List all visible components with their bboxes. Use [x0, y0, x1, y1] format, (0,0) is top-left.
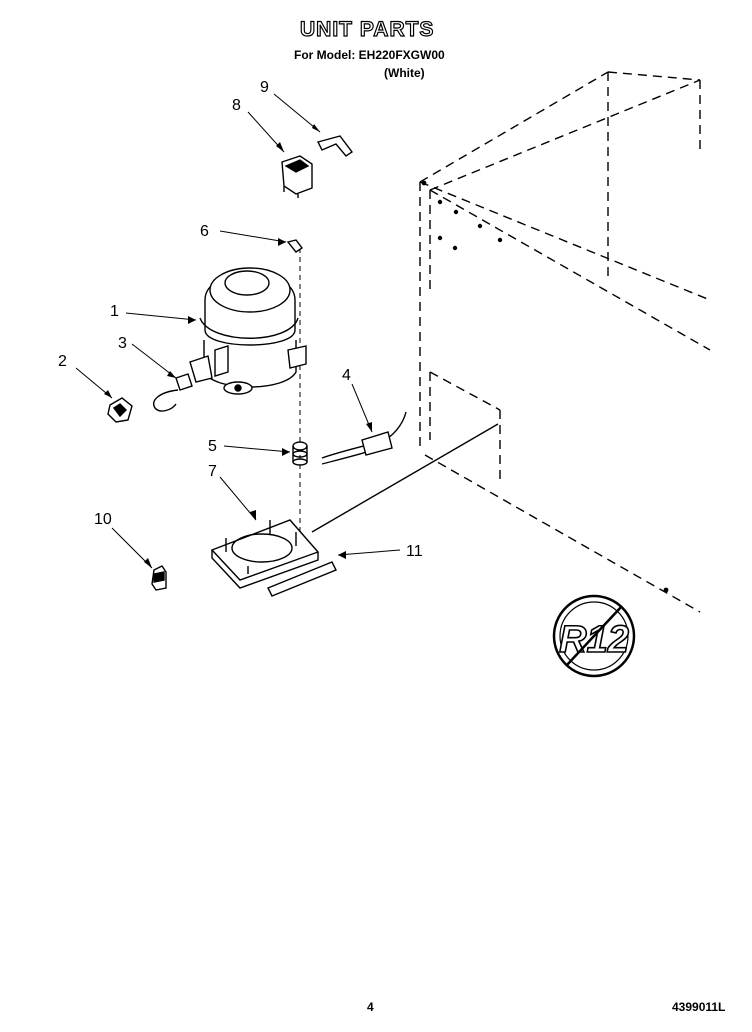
relay-cover: [107, 397, 133, 423]
mounting-rail: [267, 561, 337, 597]
page-number: 4: [367, 1000, 374, 1014]
relay: [281, 155, 313, 198]
cabinet-screw-holes: [421, 180, 669, 593]
capacitor: [151, 565, 167, 591]
callout-10: 10: [94, 511, 112, 528]
page-title: UNIT PARTS: [299, 17, 435, 41]
callout-1: 1: [110, 303, 119, 320]
compressor: [189, 267, 307, 395]
callout-3: 3: [118, 335, 127, 352]
leader-arrowheads: [104, 124, 372, 568]
document-code: 4399011L: [672, 1000, 726, 1014]
callout-5: 5: [208, 438, 217, 455]
callout-2: 2: [58, 353, 67, 370]
clip: [286, 239, 304, 253]
callout-11: 11: [406, 543, 423, 560]
base-plate: [210, 519, 320, 589]
model-line: For Model: EH220FXGW00: [294, 48, 445, 62]
callouts: 1 2 3 4 5 6 7 8 9 10 11: [58, 79, 423, 560]
base-alignment-line: [311, 423, 499, 533]
callout-6: 6: [200, 223, 209, 240]
callout-8: 8: [232, 97, 241, 114]
callout-7: 7: [208, 463, 217, 480]
r12-badge-text: R12: [559, 619, 629, 661]
callout-4: 4: [342, 367, 351, 384]
cabinet-outline: [419, 71, 711, 613]
r12-badge: R12: [552, 594, 636, 678]
callout-9: 9: [260, 79, 269, 96]
overload-protector: [153, 373, 193, 412]
color-line: (White): [384, 66, 425, 80]
bracket-clip: [316, 135, 354, 157]
wire-harness: [321, 411, 407, 465]
grommet: [292, 441, 308, 466]
